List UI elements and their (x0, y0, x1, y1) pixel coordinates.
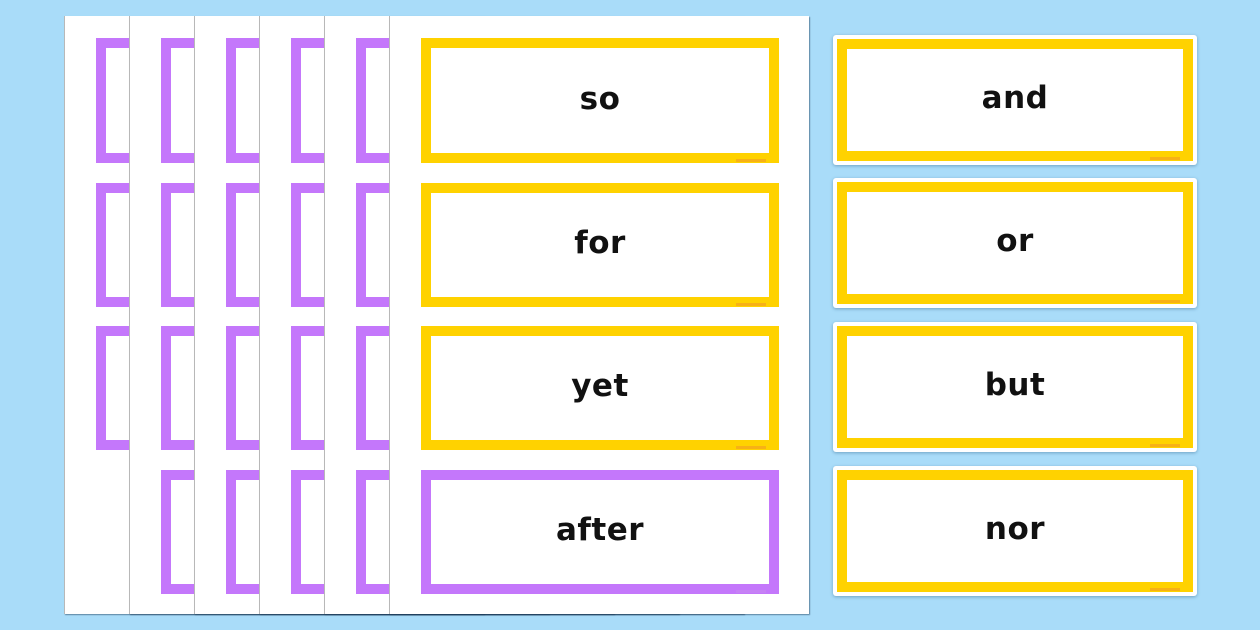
card-word: for (574, 225, 626, 261)
card-border: or (837, 182, 1193, 304)
card-word: so (579, 80, 621, 117)
watermark (736, 303, 766, 306)
word-card-yet: yet (421, 326, 779, 450)
card-word: but (984, 367, 1046, 403)
watermark (1150, 444, 1180, 447)
card-word: nor (984, 511, 1046, 547)
word-card-for: for (421, 183, 779, 307)
watermark (1150, 588, 1180, 591)
loose-card-nor: nor (833, 466, 1197, 596)
card-border: and (837, 39, 1193, 161)
loose-card-or: or (833, 178, 1197, 308)
card-word: or (996, 223, 1034, 259)
card-border: but (837, 326, 1193, 448)
watermark (736, 159, 766, 162)
word-card-so: so (421, 38, 779, 163)
card-word: and (981, 80, 1049, 116)
watermark (1150, 157, 1180, 160)
watermark (736, 446, 766, 449)
watermark (736, 590, 766, 593)
watermark (1150, 300, 1180, 303)
loose-card-but: but (833, 322, 1197, 452)
card-word: yet (571, 368, 629, 404)
card-border: nor (837, 470, 1193, 592)
worksheet-page-front: so for yet after (389, 16, 809, 614)
loose-card-and: and (833, 35, 1197, 165)
word-card-after: after (421, 470, 779, 594)
card-word: after (555, 512, 645, 548)
